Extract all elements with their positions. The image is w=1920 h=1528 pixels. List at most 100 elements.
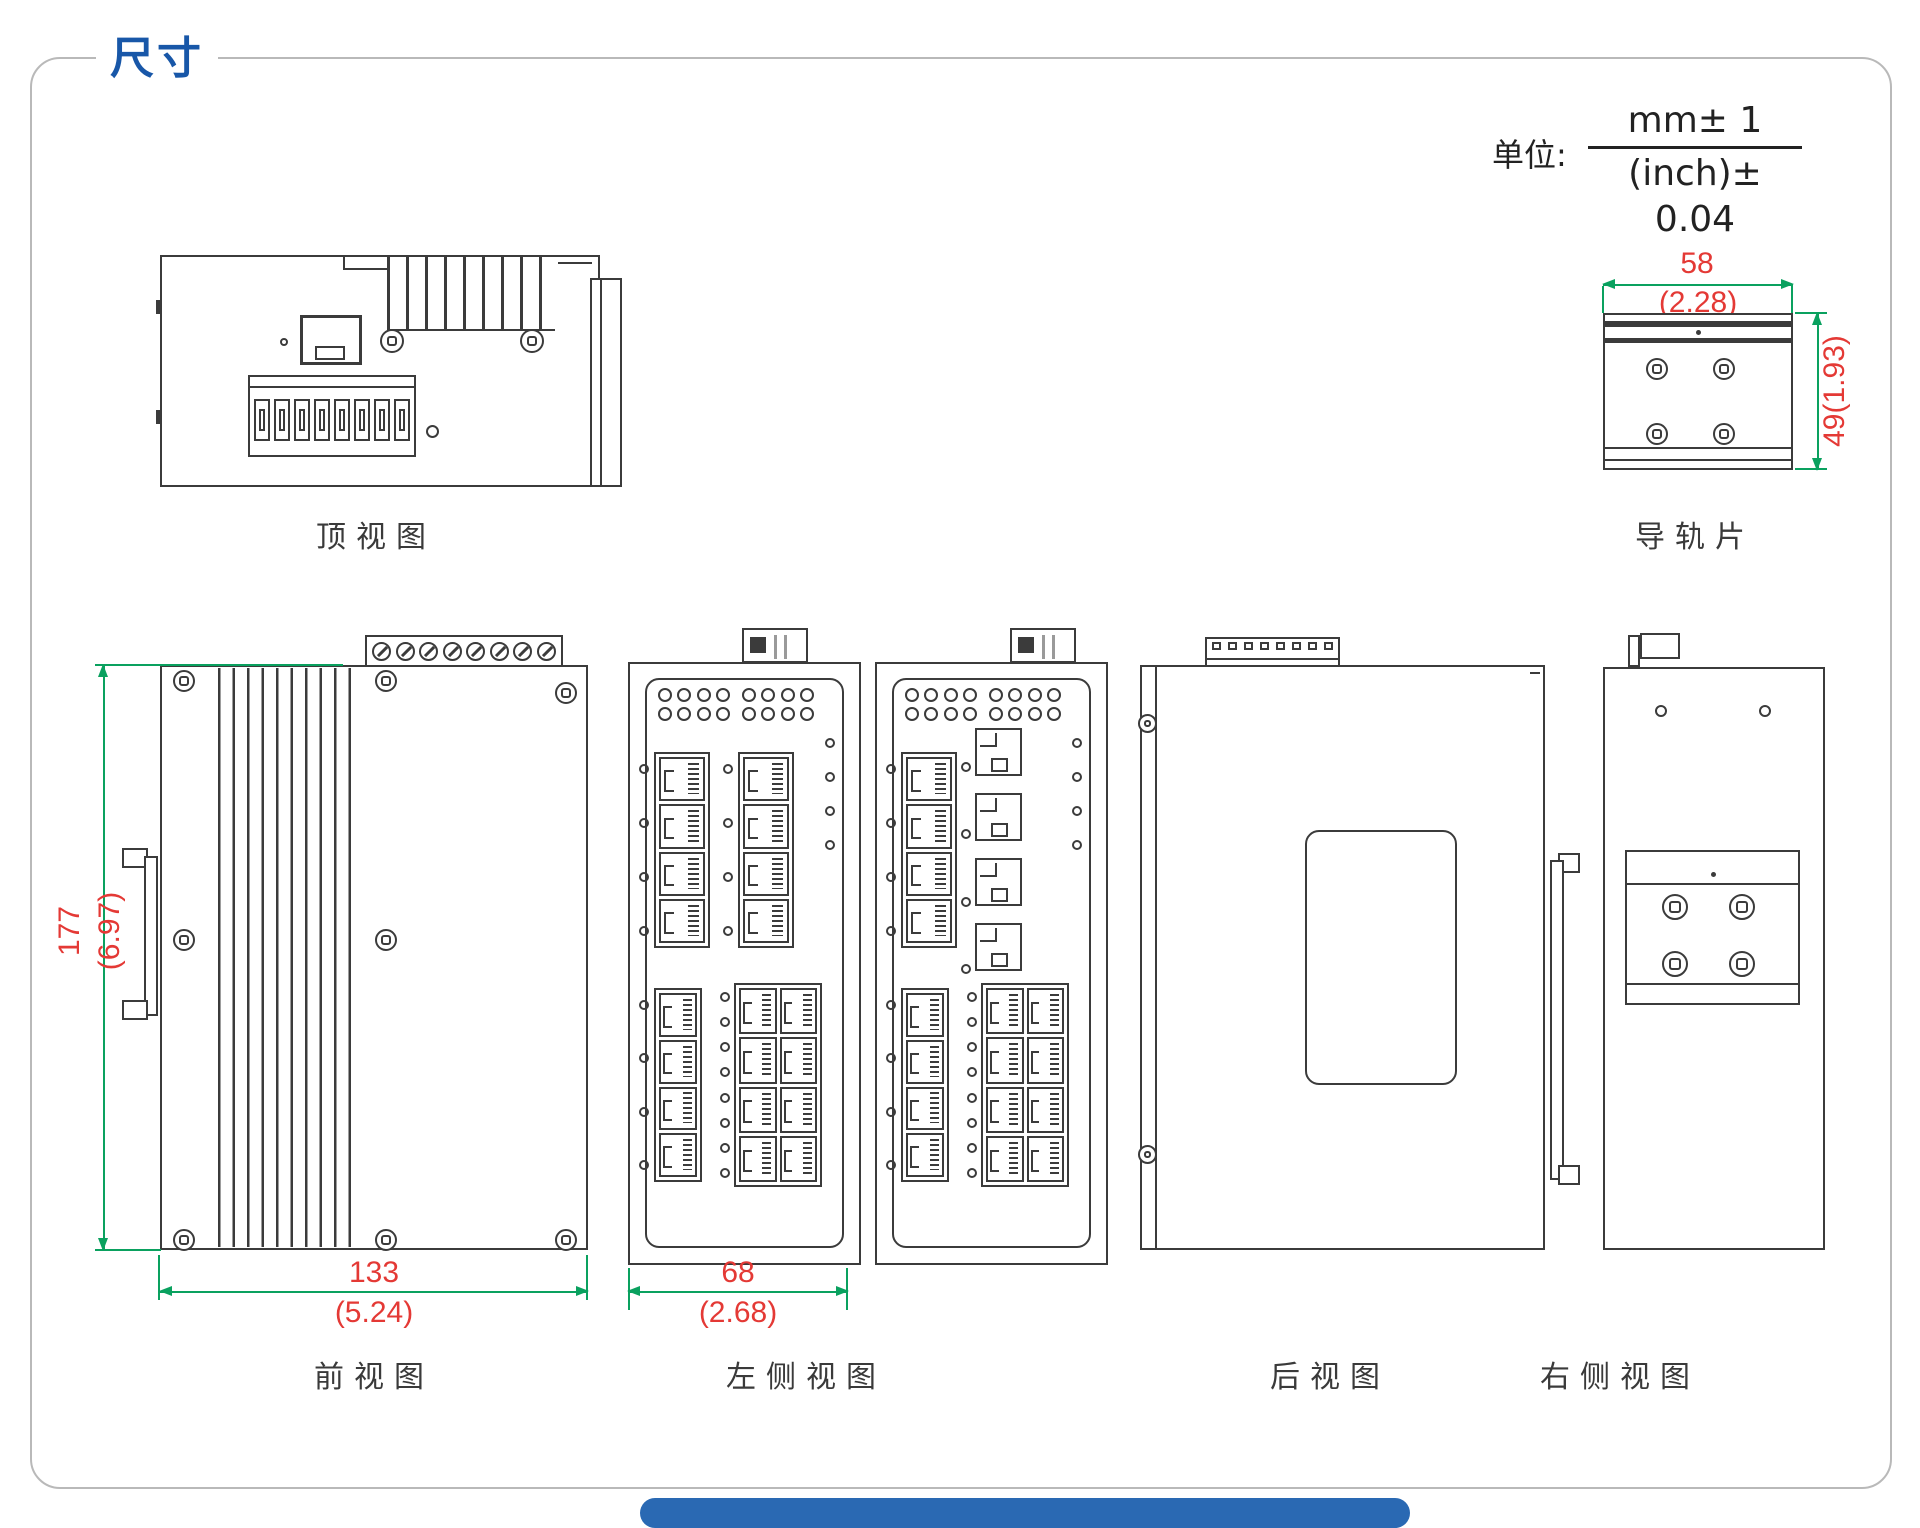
- led-indicator: [799, 688, 814, 702]
- port-led-column: [639, 1000, 649, 1170]
- rj45-port: [779, 1086, 817, 1133]
- front-height-inch: (6.97): [93, 891, 126, 971]
- led-indicator: [715, 707, 730, 721]
- din-clip-edge-line: [600, 280, 602, 485]
- terminal-screw: [442, 642, 462, 661]
- led-indicator: [639, 764, 649, 774]
- rj45-port: [743, 757, 789, 802]
- terminal-slot: [1291, 642, 1301, 650]
- terminal-slot: [374, 399, 390, 441]
- connector-port: [1018, 637, 1034, 653]
- rj45-port: [739, 988, 777, 1035]
- terminal-screw: [536, 642, 556, 661]
- panel-hole: [1759, 705, 1771, 717]
- connector-port: [750, 637, 766, 653]
- rj45-port: [659, 898, 705, 943]
- led-indicator: [696, 688, 711, 702]
- led-indicator: [720, 1042, 730, 1053]
- terminal-slot: [1323, 642, 1333, 650]
- rj45-port-grid: [981, 983, 1069, 1187]
- led-indicator: [720, 1092, 730, 1103]
- screw: [173, 670, 195, 692]
- sfp-port: [975, 923, 1022, 971]
- terminal-slot: [1260, 642, 1270, 650]
- top-step-line3: [558, 262, 592, 264]
- rj45-port: [906, 1039, 944, 1084]
- screw: [555, 1229, 577, 1251]
- pinhole: [280, 338, 288, 346]
- rj45-port: [779, 1037, 817, 1084]
- terminal-slot: [1228, 642, 1238, 650]
- led-indicator: [886, 1000, 896, 1010]
- top-connector: [1010, 628, 1076, 663]
- terminal-slot: [294, 399, 310, 441]
- rj45-port: [906, 804, 952, 849]
- sfp-port-column: [975, 728, 1022, 971]
- extension-line: [1791, 286, 1793, 313]
- led-indicator: [967, 1067, 977, 1078]
- screw: [1713, 423, 1735, 445]
- side-width-inch: (2.68): [698, 1296, 778, 1329]
- terminal-slot: [1307, 642, 1317, 650]
- rj45-port: [1026, 1135, 1064, 1182]
- center-dot: [1696, 330, 1701, 335]
- led-indicator: [967, 1142, 977, 1153]
- rj45-port-column: [901, 988, 949, 1182]
- front-height-dimline: [98, 664, 108, 1251]
- rj45-port: [986, 1135, 1024, 1182]
- connector-text: [1042, 635, 1045, 659]
- screw: [375, 929, 397, 951]
- rj45-port: [1026, 988, 1064, 1035]
- screw: [1662, 894, 1688, 920]
- rj45-port: [659, 1086, 697, 1131]
- top-view-label: 顶视图: [316, 520, 436, 555]
- led-indicator: [639, 1159, 649, 1170]
- port-led-column: [723, 764, 733, 936]
- terminal-slot: [394, 399, 410, 441]
- rj45-port-column: [738, 752, 794, 948]
- din-clip-hook-bottom: [122, 1000, 148, 1020]
- terminal-screw: [466, 642, 486, 661]
- led-indicator: [967, 1117, 977, 1128]
- rear-flange-line: [1155, 665, 1157, 1250]
- led-indicator: [886, 1106, 896, 1117]
- led-indicator: [720, 1142, 730, 1153]
- led-indicator: [1008, 688, 1023, 702]
- rj45-port: [1026, 1086, 1064, 1133]
- screw: [1646, 358, 1668, 380]
- rail-width-dimline: [1602, 279, 1794, 289]
- sfp-port: [975, 728, 1022, 776]
- led-indicator: [723, 818, 733, 828]
- rj45-port-grid: [734, 983, 822, 1187]
- led-indicator: [1027, 688, 1042, 702]
- din-clip-hook-bottom: [1558, 1165, 1580, 1185]
- extension-line: [1795, 468, 1827, 470]
- led-indicator: [639, 926, 649, 936]
- led-indicator: [905, 707, 919, 721]
- mount-hole: [426, 425, 439, 438]
- led-indicator: [639, 1000, 649, 1010]
- terminal-slot-row: [1209, 642, 1336, 650]
- rj45-port: [743, 851, 789, 896]
- rj45-port-column: [901, 752, 957, 948]
- left-side-view-fiber: [875, 560, 1115, 1360]
- screw: [375, 1229, 397, 1251]
- led-indicator: [967, 1092, 977, 1103]
- rj45-port: [659, 804, 705, 849]
- led-indicator: [720, 992, 730, 1002]
- side-hole-column: [1072, 738, 1082, 850]
- rj45-port: [743, 898, 789, 943]
- screw: [1713, 358, 1735, 380]
- rail-height-dimline: [1812, 312, 1822, 471]
- page-border: [30, 57, 1892, 1489]
- led-indicator: [967, 1017, 977, 1028]
- terminal-screw: [489, 642, 509, 661]
- rail-line: [1605, 459, 1791, 461]
- port-led-column: [886, 764, 896, 936]
- led-indicator: [961, 963, 971, 974]
- rj45-port: [906, 993, 944, 1037]
- heatsink-fins: [387, 257, 555, 331]
- screw: [375, 670, 397, 692]
- led-indicator: [720, 1167, 730, 1178]
